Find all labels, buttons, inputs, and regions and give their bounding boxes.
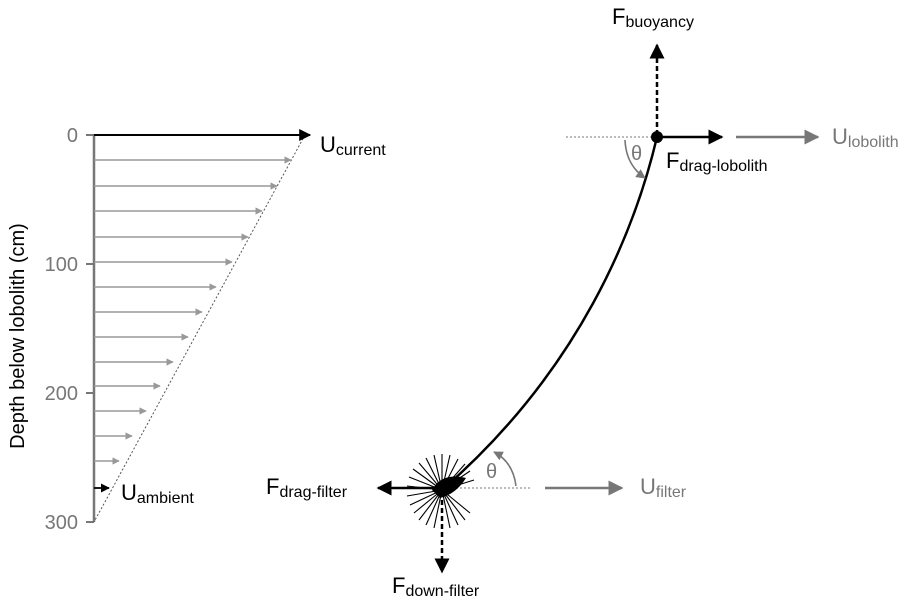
filter-body — [432, 476, 466, 498]
depth-axis-label: Depth below lobolith (cm) — [7, 223, 29, 449]
tick-label-300: 300 — [45, 512, 78, 534]
theta-label-lobolith: θ — [631, 143, 642, 165]
theta-label-filter: θ — [486, 461, 497, 483]
u-filter-label: Ufilter — [640, 474, 687, 501]
lobolith-node — [651, 131, 663, 143]
f-drag-lobolith-label: Fdrag-lobolith — [666, 148, 768, 175]
velocity-profile: 0 100 200 300 Depth below lobolith (cm) — [7, 125, 386, 534]
tick-label-0: 0 — [67, 125, 78, 147]
theta-arc-lobolith — [624, 139, 646, 179]
f-buoyancy-label: Fbuoyancy — [612, 4, 694, 31]
theta-arc-filter — [493, 451, 517, 487]
u-current-label: Ucurrent — [320, 132, 386, 159]
profile-envelope — [93, 134, 306, 523]
tether-line — [441, 136, 659, 491]
f-down-filter-label: Fdown-filter — [392, 573, 480, 600]
force-diagram: θ — [266, 4, 899, 600]
tick-label-200: 200 — [45, 383, 78, 405]
velocity-arrows — [94, 156, 292, 465]
f-drag-filter-label: Fdrag-filter — [266, 474, 348, 501]
tick-label-100: 100 — [45, 254, 78, 276]
u-lobolith-label: Ulobolith — [832, 124, 899, 151]
u-ambient-label: Uambient — [121, 480, 194, 507]
